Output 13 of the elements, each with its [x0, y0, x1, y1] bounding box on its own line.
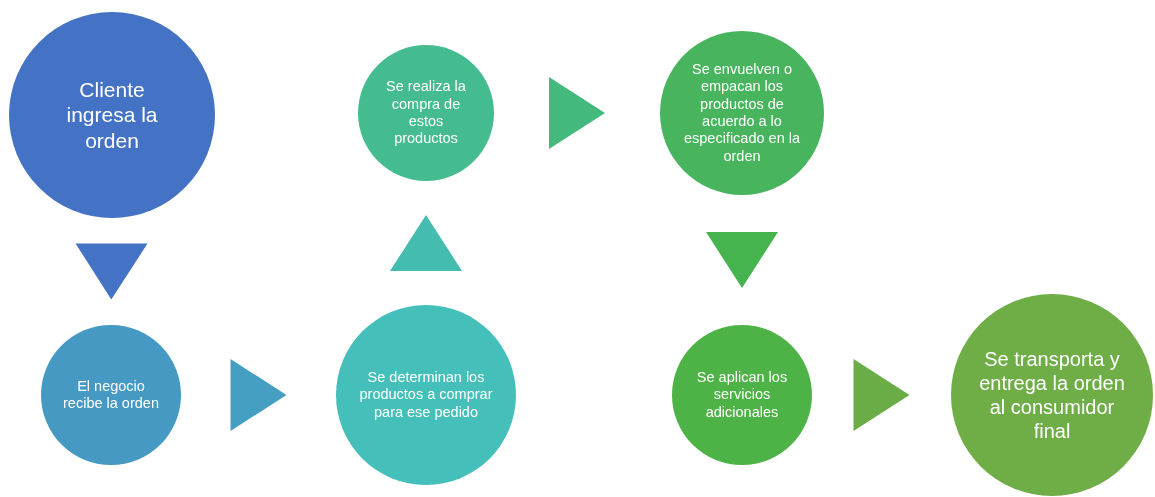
step-text: Cliente ingresa la orden — [65, 77, 159, 153]
arrow — [549, 77, 605, 149]
arrow — [75, 243, 148, 300]
arrow — [706, 232, 778, 288]
arrow — [853, 359, 910, 431]
step-text: Se aplican los servicios adicionales — [695, 368, 789, 422]
step-text: Se transporta y entrega la orden al consumidor final — [978, 347, 1126, 443]
step-text: Se determinan los productos a comprar para ese pedido — [358, 368, 494, 422]
step-text: El negocio recibe la orden — [63, 377, 159, 413]
arrow — [230, 359, 287, 431]
step-text: Se envuelven o empacan los productos de acuerdo a lo especificado en la orden — [682, 60, 802, 166]
arrow — [390, 215, 462, 271]
step-text: Se realiza la compra de estos productos — [385, 78, 467, 148]
